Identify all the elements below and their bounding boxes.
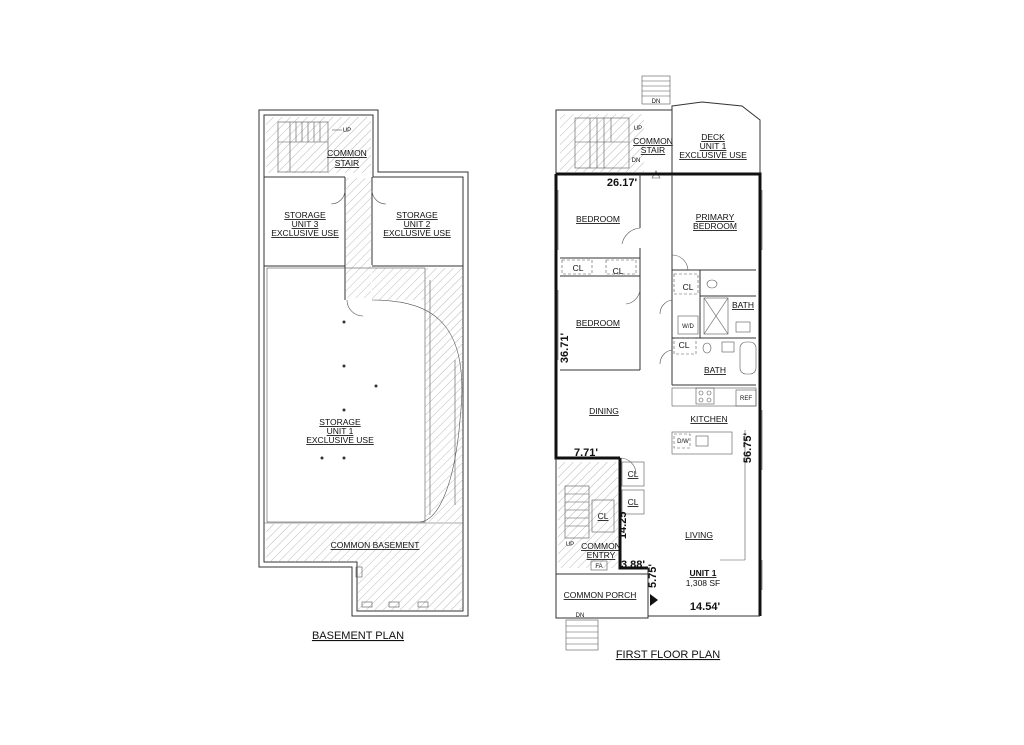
porch-dn: DN [576, 613, 585, 619]
ff-stair-dn: DN [632, 158, 641, 164]
storage2-label-2: UNIT 2 [404, 219, 431, 229]
kitchen-island [671, 431, 733, 455]
dining-label: DINING [589, 406, 619, 416]
storage1-label-1: STORAGE [319, 417, 361, 427]
cl-hall-1: CL [628, 469, 639, 479]
common-stair [574, 117, 630, 169]
bath-hall: BATH [704, 365, 726, 375]
entry-stair-up: UP [566, 542, 574, 548]
dim-7-71: 7.71' [574, 447, 598, 459]
unit1-exterior-stair-side [618, 458, 648, 570]
storage1-label-2: UNIT 1 [327, 426, 354, 436]
deck-label-1: DECK [701, 132, 725, 142]
basement-corridor-hatch [346, 178, 371, 298]
storage2-label-1: STORAGE [396, 210, 438, 220]
fa-label: FA [595, 564, 602, 570]
cl-entry: CL [598, 511, 609, 521]
basement-plan-title: BASEMENT PLAN [312, 630, 404, 642]
basement-stair-down [564, 485, 590, 539]
storage3-label-2: UNIT 3 [292, 219, 319, 229]
cl-bath: CL [679, 340, 690, 350]
unit-area: 1,308 SF [686, 578, 721, 588]
dim-56-75: 56.75' [742, 433, 754, 464]
rear-stair-dn: DN [652, 99, 661, 105]
basement-common-stair-label-1: COMMON [327, 148, 367, 158]
common-porch [555, 573, 649, 619]
dw-label: D/W [677, 439, 689, 445]
deck-label-2: UNIT 1 [700, 141, 727, 151]
cl-hall-2: CL [628, 497, 639, 507]
storage3-label-1: STORAGE [284, 210, 326, 220]
unit1-exterior-top-right [556, 172, 762, 616]
bath-primary: BATH [732, 300, 754, 310]
storage1-label-3: EXCLUSIVE USE [306, 435, 374, 445]
ff-common-stair-2: STAIR [641, 145, 665, 155]
basement-stair [277, 121, 329, 173]
cl-bed2: CL [613, 266, 624, 276]
ref-label: REF [740, 396, 752, 402]
washer-dryer [677, 315, 699, 335]
unit-name: UNIT 1 [690, 568, 717, 578]
dim-5-75: 5.75' [647, 564, 659, 588]
ff-stair-up: UP [634, 126, 642, 132]
primary-bedroom-label-2: BEDROOM [693, 221, 737, 231]
bedroom1-label: BEDROOM [576, 214, 620, 224]
basement-outer-wall [258, 109, 469, 617]
first-floor-plan: DN UP DN COMMON STAIR DECK UNIT 1 EXCLUS… [554, 75, 763, 661]
wd-label: W/D [682, 324, 694, 330]
deck-label-3: EXCLUSIVE USE [679, 150, 747, 160]
basement-plan: UP COMMON STAIR STORAGE UNIT 3 EXCLUSIVE… [258, 109, 469, 642]
primary-bedroom-label-1: PRIMARY [696, 212, 735, 222]
kitchen-label: KITCHEN [690, 414, 727, 424]
storage2-label-3: EXCLUSIVE USE [383, 228, 451, 238]
basement-common-stair-label-2: STAIR [335, 158, 359, 168]
common-porch-label: COMMON PORCH [564, 590, 637, 600]
bedroom2-label: BEDROOM [576, 318, 620, 328]
dim-14-54: 14.54' [690, 601, 721, 613]
dim-14-25: 14.25' [617, 509, 629, 540]
dim-36-71: 36.71' [559, 333, 571, 364]
cl-bed1: CL [573, 263, 584, 273]
common-entry-label-1: COMMON [581, 541, 621, 551]
common-entry-label-2: ENTRY [587, 550, 616, 560]
storage1-room [266, 267, 426, 523]
dim-26-17: 26.17' [607, 177, 638, 189]
dim-3-88: 3.88' [621, 559, 645, 571]
basement-stair-hatch [266, 117, 371, 173]
basement-stair-up: UP [343, 128, 351, 134]
cl-primary: CL [683, 282, 694, 292]
first-floor-plan-title: FIRST FLOOR PLAN [616, 649, 720, 661]
living-label: LIVING [685, 530, 713, 540]
common-basement-label: COMMON BASEMENT [331, 540, 420, 550]
storage3-label-3: EXCLUSIVE USE [271, 228, 339, 238]
front-stair [565, 619, 599, 651]
ff-common-stair-1: COMMON [633, 136, 673, 146]
rear-stair [641, 75, 671, 105]
